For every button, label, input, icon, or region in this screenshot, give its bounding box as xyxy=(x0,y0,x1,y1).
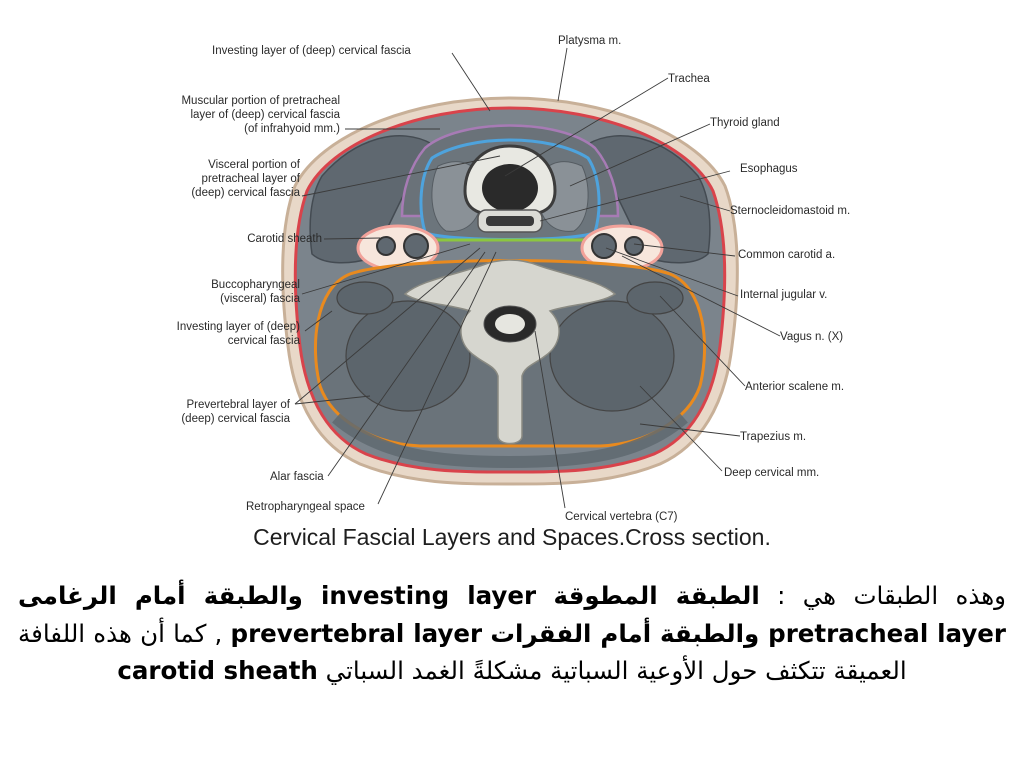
text-pretracheal-en: pretracheal layer xyxy=(768,618,1007,648)
fascia-diagram: Investing layer of (deep) cervical fasci… xyxy=(140,26,880,523)
internal-jugular-left xyxy=(403,233,429,259)
trachea-lumen xyxy=(482,164,538,212)
label-internal-jugular: Internal jugular v. xyxy=(740,289,828,301)
label-investing-layer-left: Investing layer of (deep) cervical fasci… xyxy=(176,321,300,347)
label-cervical-vertebra: Cervical vertebra (C7) xyxy=(565,511,678,523)
deep-cervical-muscle-right xyxy=(549,300,675,412)
label-alar-fascia: Alar fascia xyxy=(270,471,324,483)
label-investing-layer-top: Investing layer of (deep) cervical fasci… xyxy=(212,45,411,57)
esophagus-lumen xyxy=(486,216,534,226)
label-trapezius: Trapezius m. xyxy=(740,431,807,443)
label-visceral-pretracheal: Visceral portion of pretracheal layer of… xyxy=(191,159,300,199)
text-intro: وهذه الطبقات هي : xyxy=(759,581,1006,610)
text-prevertebral-ar: والطبقة أمام الفقرات xyxy=(490,618,769,648)
neck-cross-section xyxy=(281,47,781,509)
label-common-carotid: Common carotid a. xyxy=(738,249,836,261)
label-buccopharyngeal: Buccopharyngeal (visceral) fascia xyxy=(211,279,300,305)
label-platysma: Platysma m. xyxy=(558,35,622,47)
label-deep-cervical: Deep cervical mm. xyxy=(724,467,820,479)
label-thyroid-gland: Thyroid gland xyxy=(710,117,780,129)
label-prevertebral: Prevertebral layer of (deep) cervical fa… xyxy=(181,399,290,425)
label-sternocleidomastoid: Sternocleidomastoid m. xyxy=(730,205,851,217)
text-prevertebral-en: prevertebral layer xyxy=(230,618,483,648)
label-muscular-pretracheal: Muscular portion of pretracheal layer of… xyxy=(181,95,340,135)
label-retropharyngeal: Retropharyngeal space xyxy=(246,501,365,513)
deep-cervical-muscle-left xyxy=(345,300,471,412)
leader-lines xyxy=(294,47,781,509)
text-condense: , كما أن هذه اللفافة العميقة تتكثف حول ا… xyxy=(18,618,907,686)
common-carotid-left xyxy=(376,236,396,256)
text-investing-en: investing layer xyxy=(321,581,537,610)
figure-caption: Cervical Fascial Layers and Spaces.Cross… xyxy=(253,524,771,550)
spinal-cord xyxy=(495,314,525,334)
trapezius-muscle xyxy=(332,413,688,469)
label-vagus: Vagus n. (X) xyxy=(780,331,844,343)
text-carotid-sheath-en: carotid sheath xyxy=(117,656,318,685)
label-anterior-scalene: Anterior scalene m. xyxy=(745,381,845,393)
internal-jugular-right xyxy=(591,233,617,259)
text-pretracheal-ar: والطبقة أمام الرغامى xyxy=(18,581,322,610)
label-esophagus: Esophagus xyxy=(740,163,798,175)
text-investing-ar: الطبقة المطوقة xyxy=(553,581,760,610)
label-trachea: Trachea xyxy=(668,73,710,85)
anterior-scalene-right xyxy=(626,281,684,315)
label-carotid-sheath: Carotid sheath xyxy=(247,233,322,245)
arabic-body-text: وهذه الطبقات هي : الطبقة المطوقة investi… xyxy=(18,577,1006,690)
common-carotid-right xyxy=(624,236,644,256)
anterior-scalene-left xyxy=(336,281,394,315)
cervical-vertebra xyxy=(403,259,617,445)
